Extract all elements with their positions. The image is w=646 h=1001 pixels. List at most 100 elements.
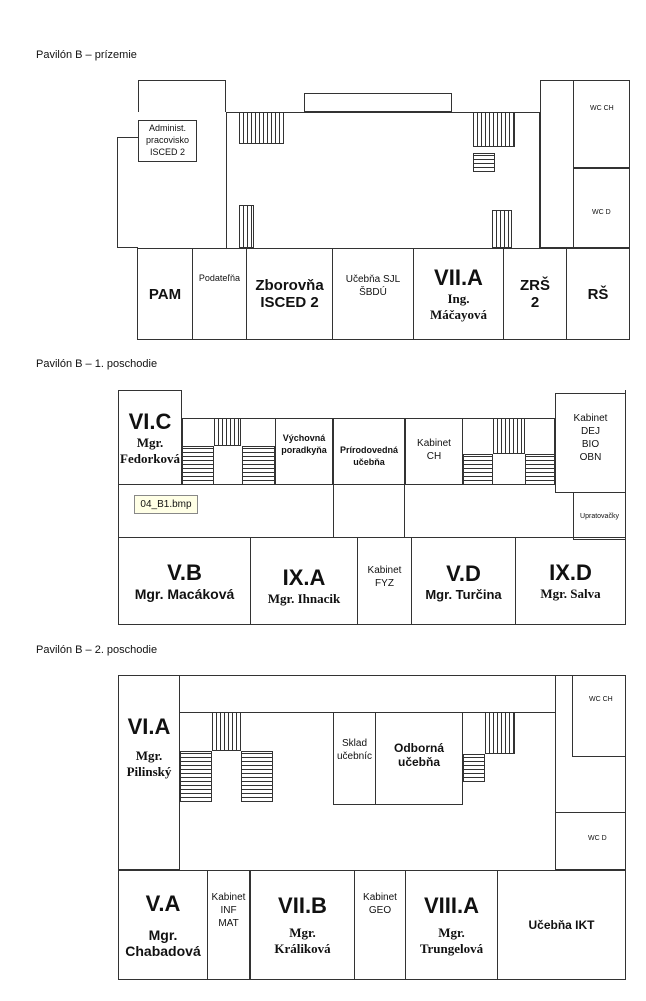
class-label: VII.B — [278, 893, 327, 918]
filename-tooltip: 04_B1.bmp — [134, 495, 198, 514]
teacher-label: Ing. — [447, 291, 470, 306]
room-vii-b: VII.B Mgr.Králiková — [250, 870, 355, 980]
stairs — [242, 446, 275, 485]
room-label: INF — [220, 905, 237, 916]
class-label: V.D — [446, 560, 481, 586]
stairs — [212, 712, 241, 751]
room-label: Kabinet — [211, 892, 246, 903]
teacher-label: Fedorková — [120, 450, 180, 466]
room-label: Odborná — [394, 741, 444, 755]
room-label: WC D — [588, 835, 607, 842]
room-label: Kabinet — [367, 565, 402, 576]
class-label: VII.A — [434, 265, 483, 290]
room-label: poradkyňa — [281, 444, 327, 455]
room-label: MAT — [218, 918, 239, 929]
room-label: GEO — [368, 905, 392, 916]
stairs — [239, 205, 254, 248]
wc-d-room: WC D — [555, 812, 626, 870]
stairs — [492, 210, 512, 248]
stairs — [241, 751, 273, 802]
room-label: Upratovačky — [580, 512, 619, 520]
teacher-label: Králiková — [274, 941, 331, 956]
room-label: ŠBDÚ — [359, 287, 387, 298]
stairs — [239, 112, 284, 144]
room-label: WC CH — [589, 696, 613, 703]
room-admin: Administ. pracovisko ISCED 2 — [138, 120, 197, 162]
room-label: učebníc — [336, 751, 373, 762]
room-label: PAM — [148, 285, 182, 303]
stairs — [525, 454, 555, 485]
room-label: FYZ — [375, 578, 394, 589]
room-sklad-ucebnic: Sklad učebníc — [333, 712, 376, 805]
room-label: Administ. pracovisko ISCED 2 — [145, 123, 190, 157]
room-label: ZRŠ — [520, 277, 550, 294]
stairs — [182, 446, 214, 485]
room-label: RŠ — [587, 285, 609, 303]
room-pam: PAM — [137, 248, 193, 340]
teacher-label: Mgr. Salva — [540, 586, 601, 601]
room-label: Výchovná — [282, 433, 326, 443]
class-label: VI.A — [127, 714, 171, 739]
stairs — [473, 153, 495, 172]
entrance — [304, 93, 452, 112]
room-label: Prírodovedná — [339, 445, 398, 455]
room-ucebna-sjl: Učebňa SJL ŠBDÚ — [332, 248, 414, 340]
room-label: Podateľňa — [198, 273, 241, 283]
corridor — [226, 112, 540, 248]
class-label: V.B — [167, 560, 202, 585]
stairs — [463, 454, 493, 485]
room-label: Učebňa IKT — [528, 918, 595, 932]
room-label: Kabinet — [363, 892, 397, 903]
teacher-label: Máčayová — [429, 307, 488, 322]
class-label: VIII.A — [423, 893, 479, 918]
teacher-label: Mgr. — [289, 925, 316, 940]
class-label: V.A — [145, 891, 181, 916]
floor-title-first: Pavilón B – 1. poschodie — [36, 358, 158, 370]
stairs — [493, 418, 525, 454]
room-label: Kabinet — [573, 413, 608, 424]
stairs — [473, 112, 515, 147]
teacher-label: Mgr. — [438, 925, 465, 940]
room-viii-a: VIII.A Mgr.Trungelová — [405, 870, 498, 980]
class-label: VI.C — [128, 408, 172, 434]
teacher-label: Mgr. — [148, 927, 178, 943]
stairs — [214, 418, 241, 446]
room-label: 2 — [530, 294, 540, 311]
wc-ch-room: WC CH — [573, 80, 630, 168]
room-v-a: V.A Mgr.Chabadová — [118, 870, 208, 980]
room-label: Sklad — [341, 738, 367, 749]
teacher-label: Mgr. — [136, 434, 164, 450]
floor-title-ground: Pavilón B – prízemie — [36, 49, 137, 61]
stairs — [463, 754, 485, 782]
room-label: Učebňa SJL — [345, 274, 401, 285]
stairs — [485, 712, 515, 754]
wall — [138, 80, 226, 112]
room-label: Kabinet — [417, 438, 451, 449]
teacher-label: Chabadová — [125, 943, 201, 959]
teacher-label: Trungelová — [419, 941, 484, 956]
room-label: učebňa — [353, 456, 385, 467]
room-podatelna: Podateľňa — [192, 248, 247, 340]
wc-ch-room: WC CH — [572, 675, 626, 757]
room-label: ISCED 2 — [260, 294, 319, 311]
room-label: OBN — [579, 452, 602, 463]
room-label: učebňa — [397, 755, 440, 769]
room-label: Zborovňa — [255, 277, 324, 294]
floor-title-second: Pavilón B – 2. poschodie — [36, 644, 158, 656]
teacher-label: Mgr. Turčina — [425, 586, 502, 602]
